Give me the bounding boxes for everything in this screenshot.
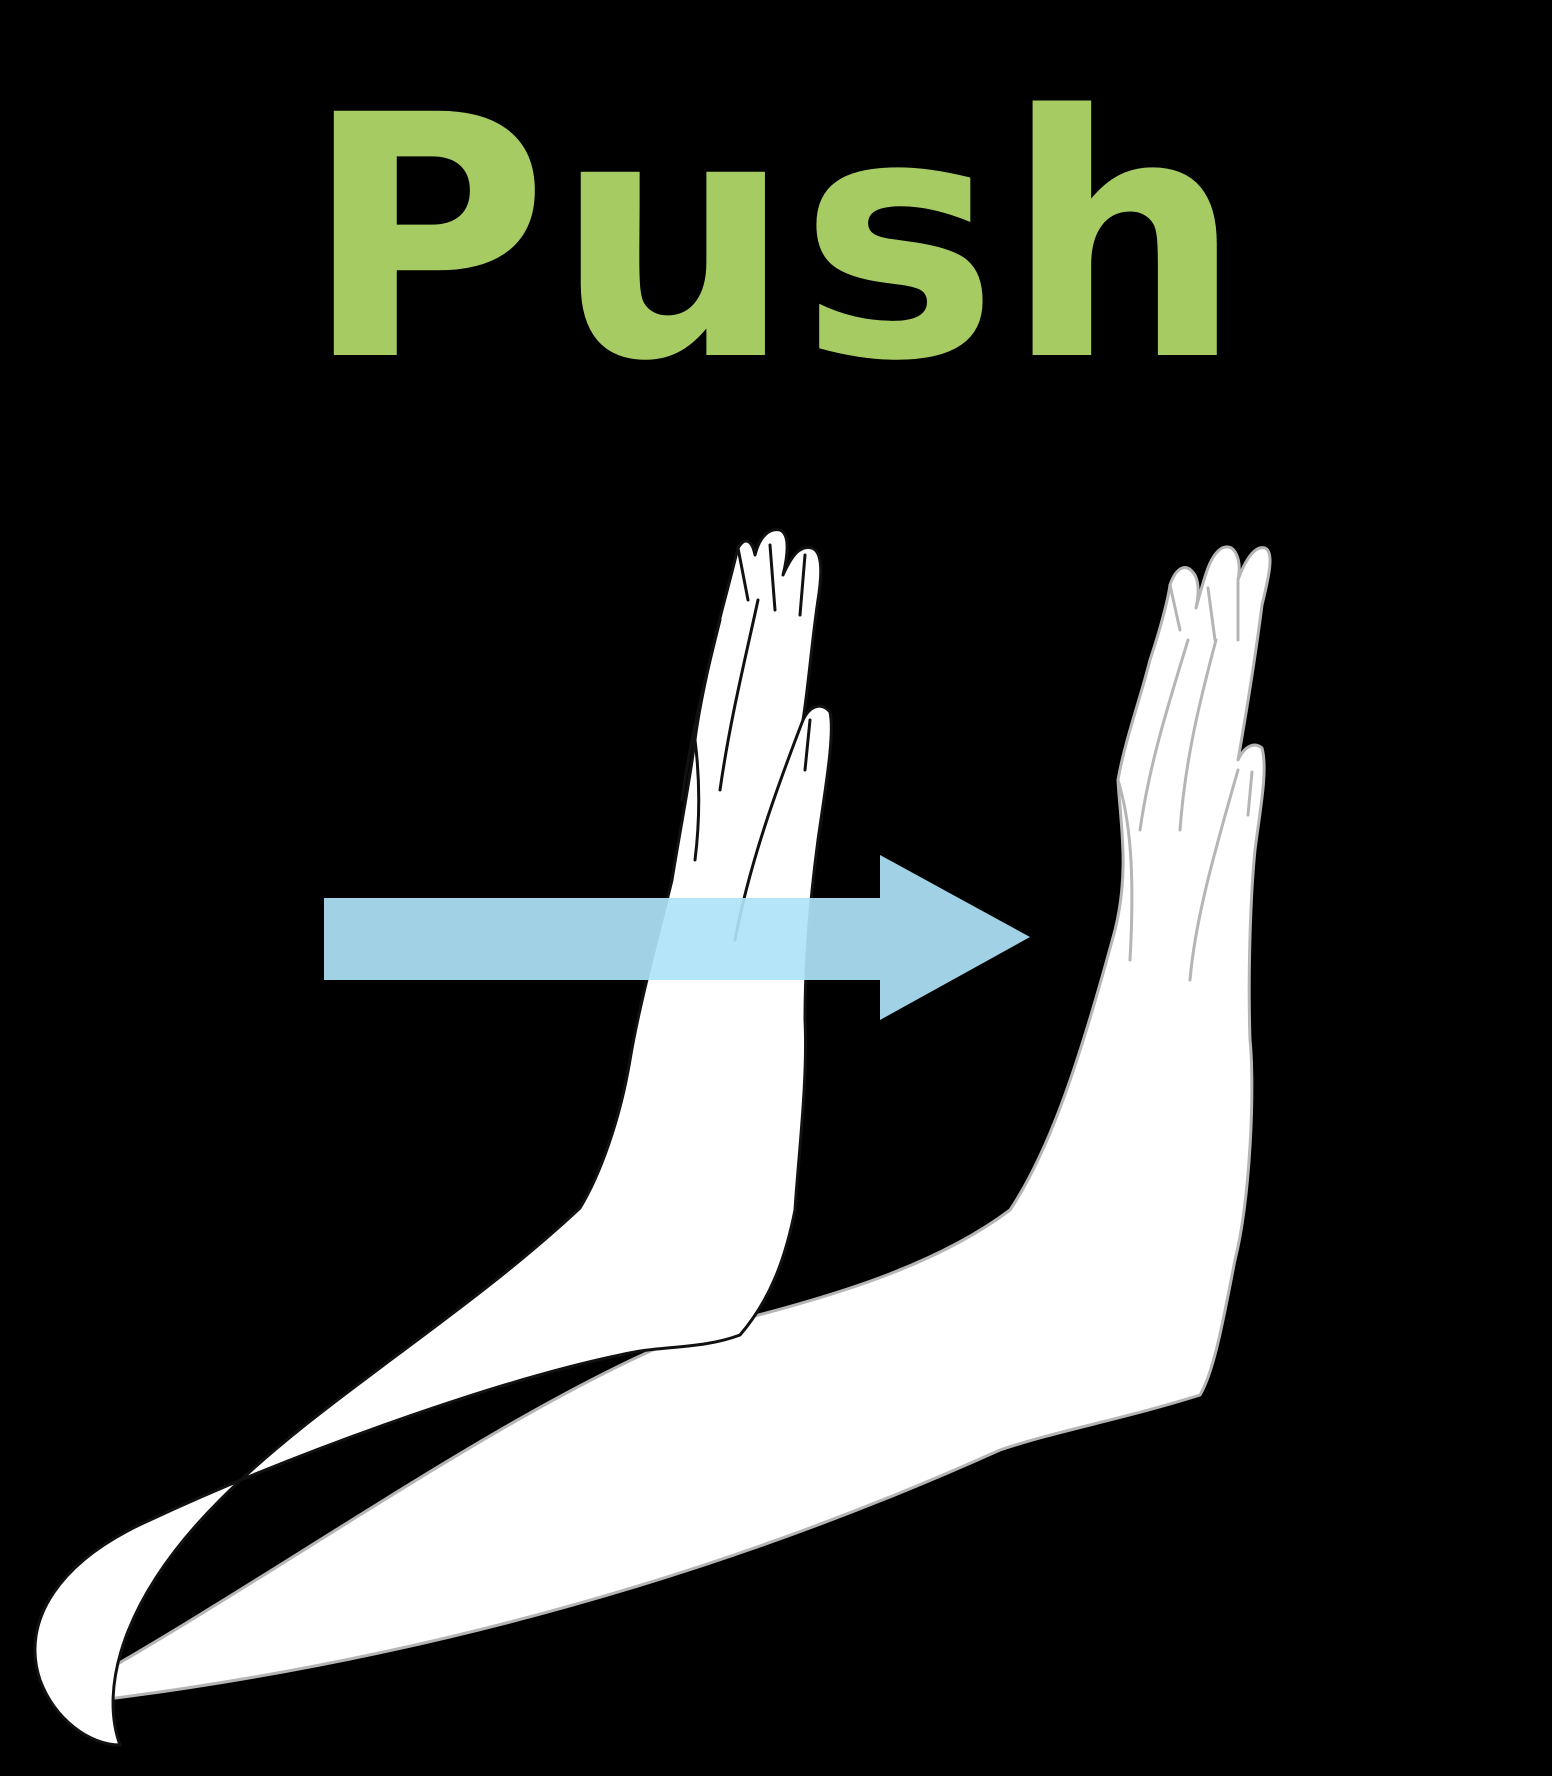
open-hand-palm-forward-icon bbox=[33, 528, 833, 1747]
arrow-right-icon bbox=[324, 855, 1030, 1020]
open-hand-palm-forward-faded-icon bbox=[77, 545, 1272, 1702]
gesture-title: Push bbox=[303, 45, 1249, 435]
